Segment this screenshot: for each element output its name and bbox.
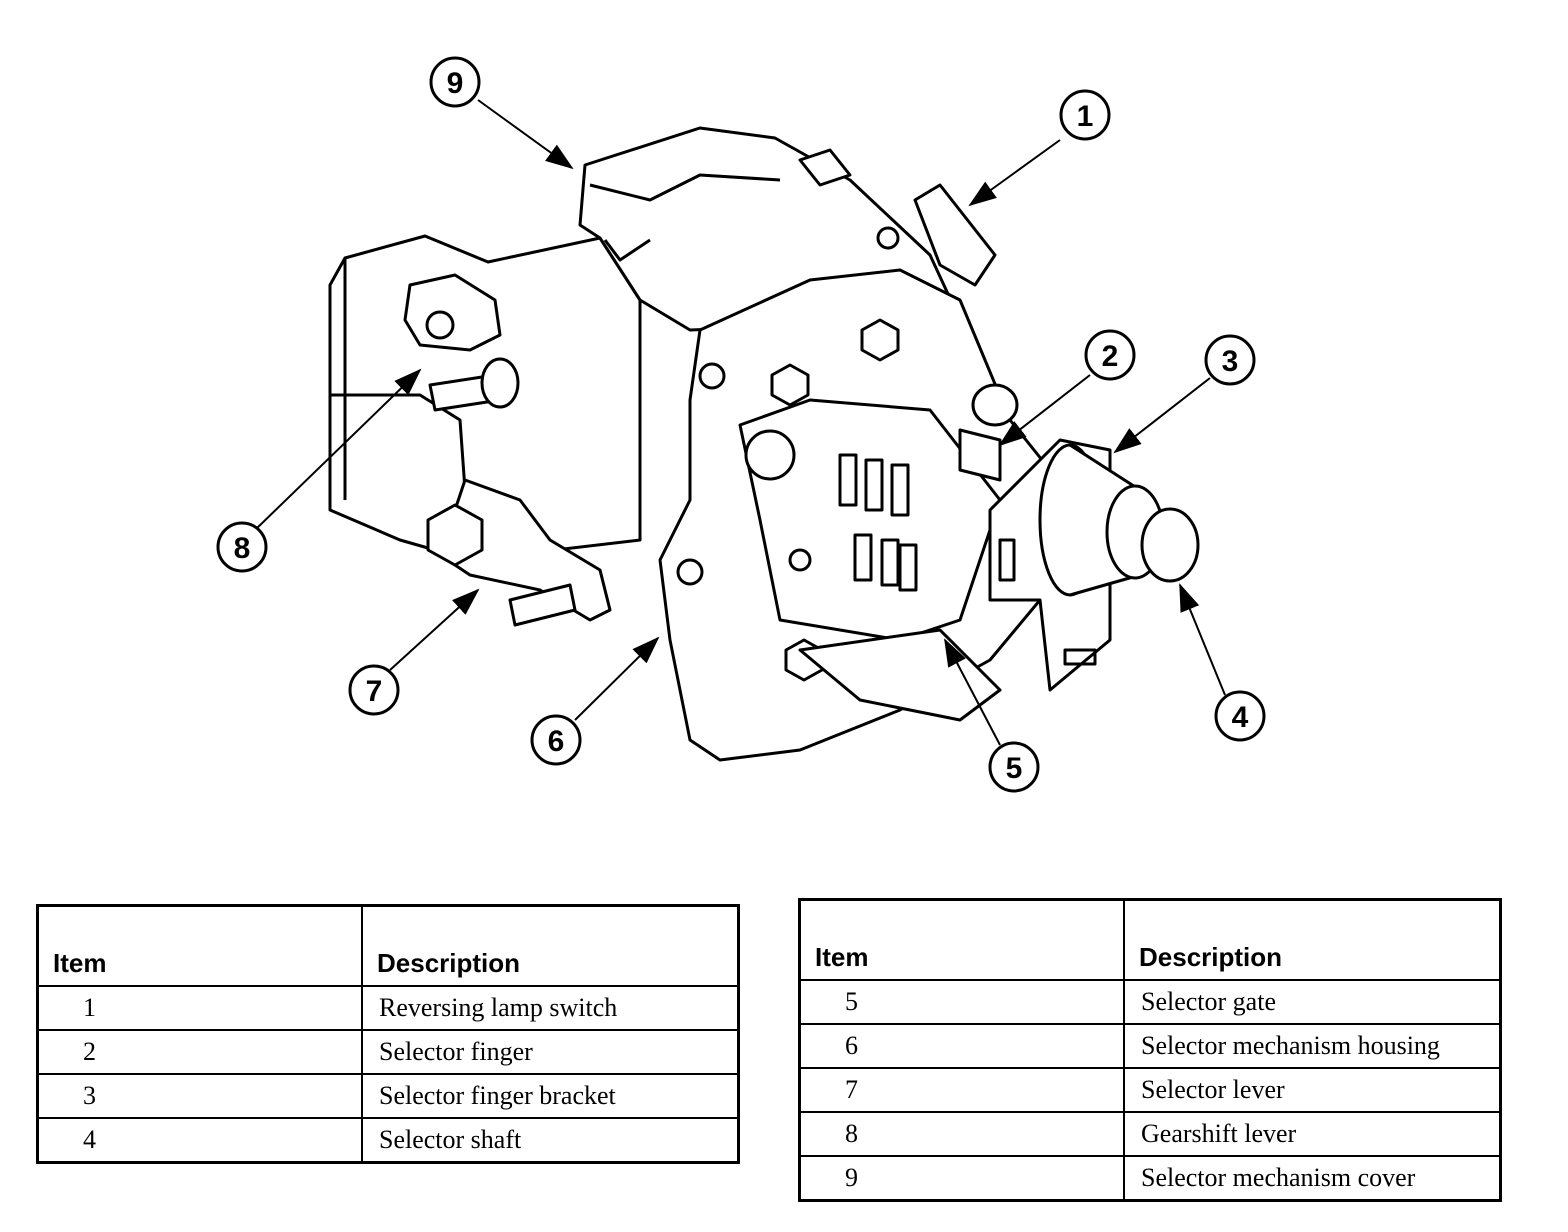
item-description: Selector mechanism cover	[1123, 1155, 1502, 1202]
callout-3: 3	[1204, 334, 1256, 386]
callout-2: 2	[1084, 329, 1136, 381]
bolt-left	[770, 363, 810, 407]
item-number: 5	[798, 979, 1125, 1025]
svg-text:3: 3	[1222, 345, 1239, 378]
arrow-3	[1113, 377, 1211, 454]
arrow-4	[1179, 583, 1226, 696]
callout-6: 6	[530, 714, 582, 766]
arrow-6	[574, 636, 660, 721]
callout-arrows	[254, 99, 1226, 746]
column-header-description: Description	[1123, 898, 1502, 981]
arrow-9	[477, 99, 574, 170]
arrow-2	[998, 374, 1091, 447]
svg-text:8: 8	[234, 532, 251, 565]
column-header-item: Item	[36, 904, 363, 987]
callout-9: 9	[429, 56, 481, 108]
item-description: Reversing lamp switch	[361, 985, 740, 1031]
callout-8: 8	[216, 521, 268, 573]
item-number: 7	[798, 1067, 1125, 1113]
item-number: 9	[798, 1155, 1125, 1202]
item-number: 6	[798, 1023, 1125, 1069]
svg-text:1: 1	[1077, 100, 1094, 133]
svg-text:2: 2	[1102, 340, 1119, 373]
item-description: Selector finger bracket	[361, 1073, 740, 1119]
item-description: Selector gate	[1123, 979, 1502, 1025]
item-number: 1	[36, 985, 363, 1031]
svg-text:6: 6	[548, 725, 565, 758]
column-header-description: Description	[361, 904, 740, 987]
callout-4: 4	[1214, 690, 1266, 742]
item-description: Selector lever	[1123, 1067, 1502, 1113]
item-number: 3	[36, 1073, 363, 1119]
item-description: Selector shaft	[361, 1117, 740, 1164]
arrow-5	[944, 638, 1001, 746]
svg-text:5: 5	[1006, 752, 1023, 785]
callouts: 1 2 3 4 5 6 7 8 9	[216, 56, 1266, 793]
arrow-1	[968, 139, 1061, 207]
table-header-row: Item Description	[798, 898, 1502, 981]
callout-1: 1	[1059, 89, 1111, 141]
svg-text:7: 7	[366, 675, 383, 708]
svg-text:9: 9	[447, 67, 464, 100]
arrow-7	[389, 588, 480, 671]
gearbox-drawing	[328, 126, 1200, 762]
item-description: Gearshift lever	[1123, 1111, 1502, 1157]
column-header-item: Item	[798, 898, 1125, 981]
bolt-top	[860, 318, 900, 362]
item-description: Selector mechanism housing	[1123, 1023, 1502, 1069]
item-number: 2	[36, 1029, 363, 1075]
exploded-diagram: 1 2 3 4 5 6 7 8 9	[216, 56, 1266, 793]
item-description: Selector finger	[361, 1029, 740, 1075]
item-number: 8	[798, 1111, 1125, 1157]
item-number: 4	[36, 1117, 363, 1164]
svg-text:4: 4	[1232, 701, 1249, 734]
table-header-row: Item Description	[36, 904, 740, 987]
arrow-8	[254, 368, 422, 531]
callout-5: 5	[988, 741, 1040, 793]
callout-7: 7	[348, 664, 400, 716]
